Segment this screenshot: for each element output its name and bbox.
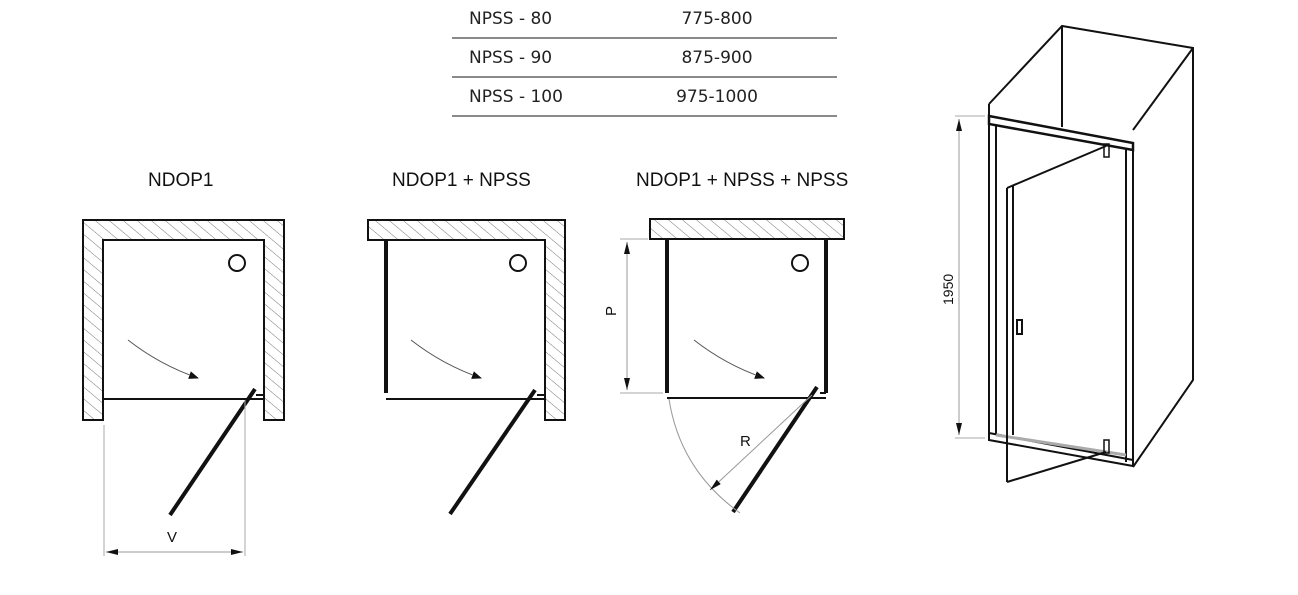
table-row: NPSS - 100 975-1000 <box>452 78 837 117</box>
diagram-ndop1: V <box>82 219 285 556</box>
range-cell: 875-900 <box>681 47 753 68</box>
drain-icon <box>509 254 527 272</box>
dimension-label-p: P <box>603 306 620 316</box>
wall-hatch <box>367 219 566 421</box>
swing-arrow-icon <box>127 339 199 379</box>
door-handle-icon <box>1016 319 1023 335</box>
model-cell: NPSS - 90 <box>469 47 553 68</box>
drain-icon <box>791 254 809 272</box>
wall-hatch <box>82 219 285 421</box>
diagram-title-ndop1: NDOP1 <box>148 170 214 191</box>
dimension-label-v: V <box>167 529 177 546</box>
height-label: 1950 <box>940 274 956 305</box>
hinge-bottom-icon <box>1103 439 1110 454</box>
npss-size-table: NPSS - 80 775-800 NPSS - 90 875-900 NPSS… <box>452 0 837 117</box>
model-cell: NPSS - 80 <box>469 8 553 29</box>
table-row: NPSS - 80 775-800 <box>452 0 837 39</box>
range-cell: 775-800 <box>681 8 753 29</box>
hinge-top-icon <box>1103 143 1110 158</box>
dimension-label-r: R <box>740 433 751 450</box>
radius-dimension <box>709 394 813 491</box>
model-cell: NPSS - 100 <box>469 86 563 107</box>
diagram-ndop1-npss <box>367 219 566 516</box>
drain-icon <box>228 254 246 272</box>
swing-arc <box>668 398 741 514</box>
swing-arrow-icon <box>693 339 765 379</box>
door-panel <box>448 388 537 516</box>
swing-arrow-icon <box>410 339 482 379</box>
wall-hatch <box>649 218 845 240</box>
range-cell: 975-1000 <box>676 86 758 107</box>
table-row: NPSS - 90 875-900 <box>452 39 837 78</box>
door-panel <box>168 387 257 517</box>
diagram-title-ndop1-npss-npss: NDOP1 + NPSS + NPSS <box>636 170 849 191</box>
isometric-shower-view <box>955 24 1194 483</box>
diagram-ndop1-npss-npss: P R <box>603 218 845 514</box>
diagram-title-ndop1-npss: NDOP1 + NPSS <box>392 170 531 191</box>
door-panel <box>731 385 819 514</box>
